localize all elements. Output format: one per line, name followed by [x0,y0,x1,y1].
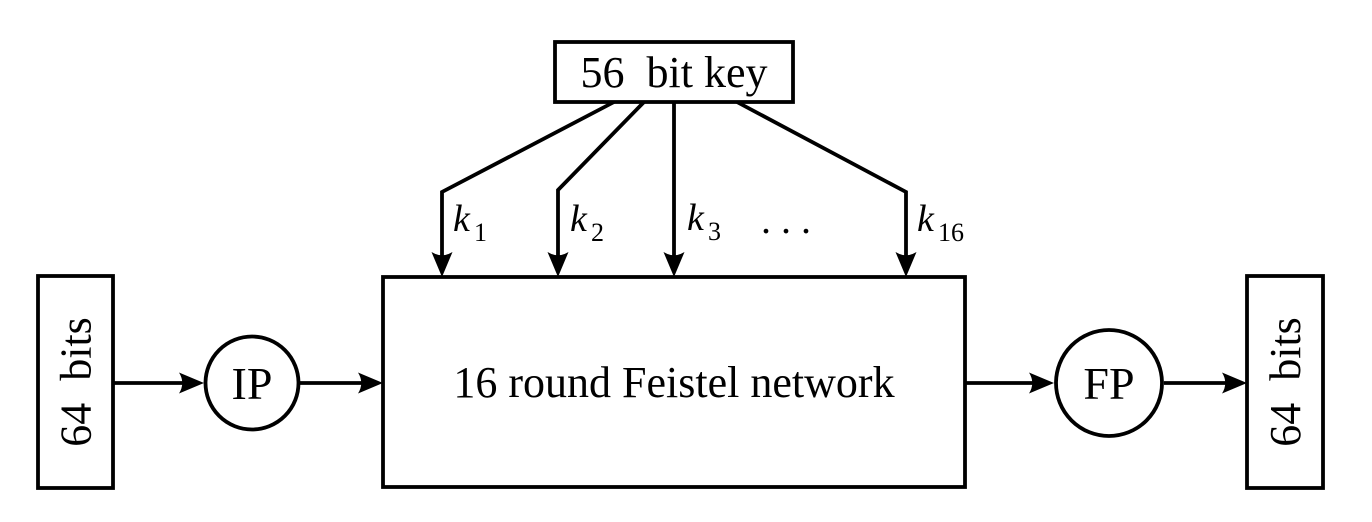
arrow-fp-to-output [1164,372,1247,394]
round-keys-ellipsis: . . . [761,197,811,242]
key-arrow-k2-line [556,100,646,259]
key-box-label: 56 bit key [581,48,768,97]
arrow-ip-to-feistel [300,372,383,394]
key-arrow-k3-arrowhead-icon [663,252,685,277]
arrow-input-to-ip [113,372,204,394]
arrow-input-to-ip-arrowhead-icon [179,372,204,394]
key-arrow-k1-line [440,100,615,259]
round-key-k1-base: k [453,198,471,240]
arrow-fp-to-output-arrowhead-icon [1222,372,1247,394]
output-box-label: 64 bits [1261,317,1310,447]
key-arrow-k2 [547,100,646,277]
fp-node-label: FP [1083,358,1134,409]
round-key-label-k16: k 16 [917,198,964,247]
key-arrow-k1-arrowhead-icon [431,252,453,277]
arrow-feistel-to-fp [965,372,1054,394]
key-arrow-k16-arrowhead-icon [895,252,917,277]
input-box [36,274,115,490]
key-arrow-k1 [431,100,615,277]
round-key-k3-base: k [687,197,705,239]
feistel-network-label: 16 round Feistel network [453,358,894,407]
output-box [1245,274,1325,490]
ip-node [203,334,301,432]
round-key-label-k3: k 3 [687,197,721,246]
round-key-k2-subscript: 2 [591,218,604,247]
round-key-k1-subscript: 1 [474,218,487,247]
round-key-k3-subscript: 3 [708,217,721,246]
round-key-k16-base: k [917,198,935,240]
key-arrow-k16-line [736,100,908,259]
key-arrow-k3 [663,102,685,277]
round-key-label-k1: k 1 [453,198,487,247]
round-key-label-k2: k 2 [570,198,604,247]
arrow-feistel-to-fp-arrowhead-icon [1029,372,1054,394]
key-arrow-k2-arrowhead-icon [547,252,569,277]
arrow-ip-to-feistel-arrowhead-icon [358,372,383,394]
input-box-label: 64 bits [52,317,101,447]
feistel-network-box [381,275,967,489]
fp-node [1054,328,1164,438]
ip-node-label: IP [232,358,273,409]
round-key-k16-subscript: 16 [938,218,964,247]
key-box [553,40,795,104]
round-key-k2-base: k [570,198,588,240]
key-arrow-k16 [736,100,917,277]
